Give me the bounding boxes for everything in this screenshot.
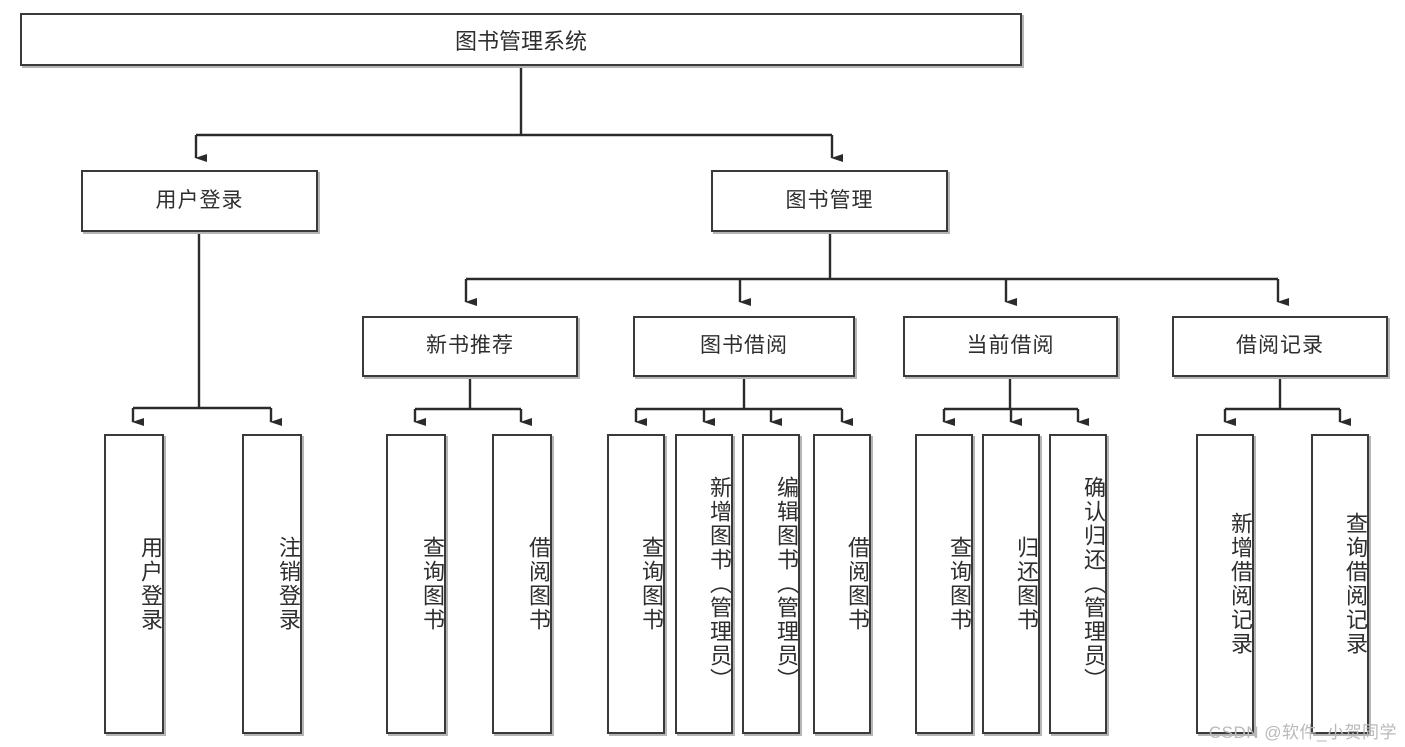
node-label: 借阅图书 [526,536,551,632]
leaf-query-book-newbook[interactable]: 查询图书 [386,434,446,734]
node-label: 当前借阅 [966,334,1055,358]
node-book-management[interactable]: 图书管理 [711,170,948,232]
node-user-login[interactable]: 用户登录 [81,170,318,232]
leaf-borrow-book-newbook[interactable]: 借阅图书 [492,434,552,734]
node-label: 图书管理系统 [454,28,587,54]
node-label: 借阅图书 [845,536,870,632]
leaf-edit-book-admin[interactable]: 编辑图书（管理员） [742,434,800,734]
watermark: CSDN @软件_小贺同学 [1208,723,1397,742]
node-borrow-record[interactable]: 借阅记录 [1172,316,1388,377]
node-root-system[interactable]: 图书管理系统 [20,13,1022,66]
node-label: 新书推荐 [426,334,514,358]
leaf-confirm-return-admin[interactable]: 确认归还（管理员） [1049,434,1107,734]
leaf-query-borrow-record[interactable]: 查询借阅记录 [1311,434,1369,734]
node-label: 图书借阅 [700,334,788,358]
leaf-borrow-book[interactable]: 借阅图书 [813,434,871,734]
node-label: 注销登录 [276,536,301,632]
leaf-logout[interactable]: 注销登录 [242,434,302,734]
node-label: 新增借阅记录 [1228,512,1253,656]
node-label: 查询图书 [947,536,972,632]
leaf-user-login[interactable]: 用户登录 [104,434,164,734]
node-label: 用户登录 [155,188,244,212]
node-label: 查询图书 [420,536,445,632]
leaf-query-book-current[interactable]: 查询图书 [915,434,973,734]
node-label: 查询借阅记录 [1343,512,1368,656]
leaf-add-borrow-record[interactable]: 新增借阅记录 [1196,434,1254,734]
leaf-add-book-admin[interactable]: 新增图书（管理员） [675,434,733,734]
node-label: 确认归还（管理员） [1081,476,1106,692]
leaf-query-book-borrow[interactable]: 查询图书 [607,434,665,734]
node-label: 借阅记录 [1236,334,1324,358]
node-label: 查询图书 [639,536,664,632]
node-label: 归还图书 [1014,536,1039,632]
node-current-borrow[interactable]: 当前借阅 [903,316,1118,377]
node-book-borrow[interactable]: 图书借阅 [633,316,855,377]
node-label: 新增图书（管理员） [707,476,732,692]
node-label: 用户登录 [138,536,163,632]
leaf-return-book[interactable]: 归还图书 [982,434,1040,734]
node-label: 图书管理 [785,188,874,212]
node-new-book-recommend[interactable]: 新书推荐 [362,316,578,377]
node-label: 编辑图书（管理员） [774,476,799,692]
